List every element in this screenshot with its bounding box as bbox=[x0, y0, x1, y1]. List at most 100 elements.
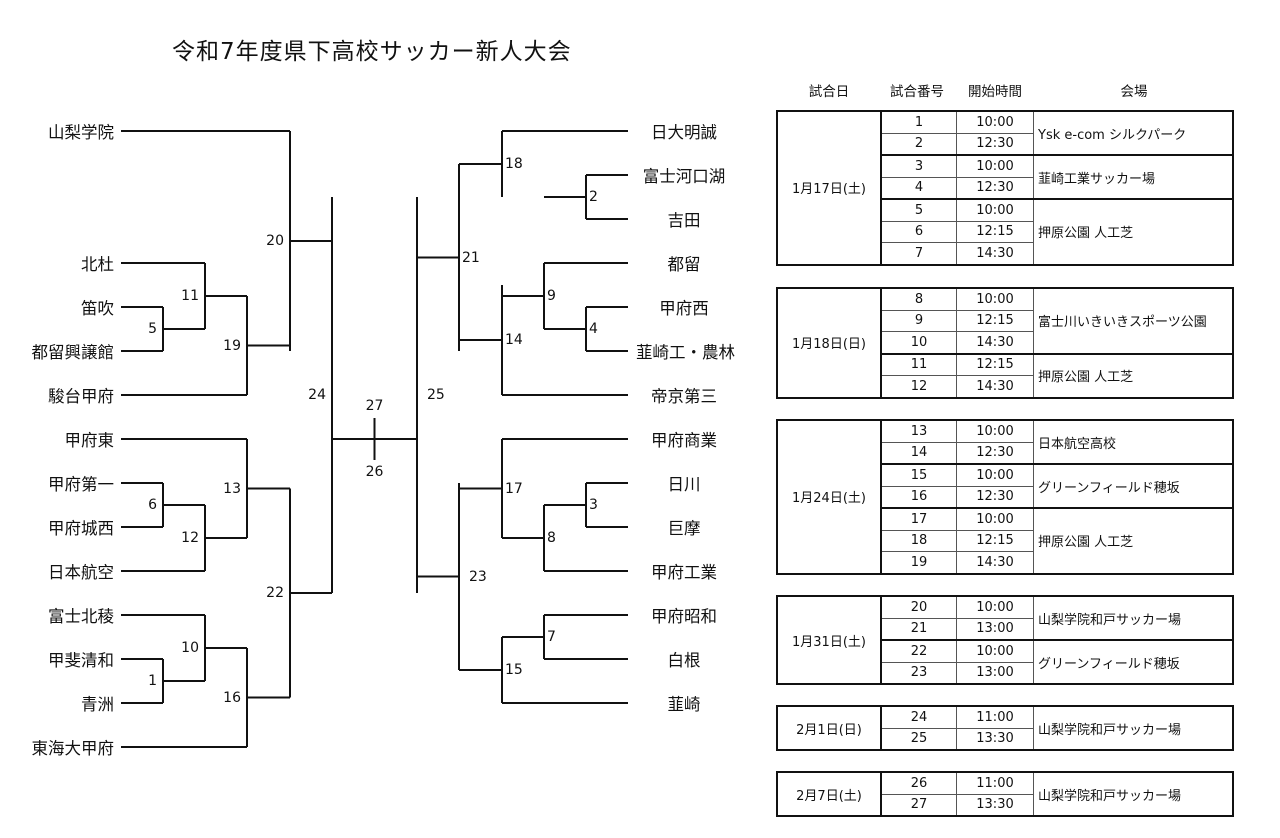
start-time: 12:15 bbox=[956, 309, 1034, 332]
team-name-right: 甲府商業 bbox=[651, 431, 717, 450]
venue: Ysk e-com シルクパーク bbox=[1033, 110, 1234, 156]
match-number: 21 bbox=[880, 617, 957, 641]
match-date: 1月17日(土) bbox=[776, 110, 882, 265]
match-number: 2 bbox=[880, 132, 957, 156]
start-time: 10:00 bbox=[956, 595, 1034, 619]
venue: 押原公園 人工芝 bbox=[1033, 507, 1234, 574]
team-name-right: 都留 bbox=[667, 255, 701, 274]
match-number: 25 bbox=[880, 727, 957, 751]
venue: 富士川いきいきスポーツ公園 bbox=[1033, 287, 1234, 354]
match-number-18: 18 bbox=[505, 156, 523, 172]
match-number-22: 22 bbox=[266, 585, 284, 601]
match-number: 9 bbox=[880, 309, 957, 332]
match-number: 7 bbox=[880, 242, 957, 265]
team-name-right: 甲府昭和 bbox=[651, 607, 717, 626]
venue: 押原公園 人工芝 bbox=[1033, 352, 1234, 398]
start-time: 10:00 bbox=[956, 507, 1034, 531]
schedule-header-venue: 会場 bbox=[1120, 84, 1148, 100]
venue: 山梨学院和戸サッカー場 bbox=[1033, 595, 1234, 641]
venue: グリーンフィールド穂坂 bbox=[1033, 639, 1234, 685]
match-number-17: 17 bbox=[505, 480, 523, 497]
team-name-right: 韮崎工・農林 bbox=[636, 343, 735, 362]
match-date: 1月31日(土) bbox=[776, 595, 882, 685]
match-number-9: 9 bbox=[547, 288, 556, 304]
match-number: 3 bbox=[880, 154, 957, 178]
match-number: 6 bbox=[880, 220, 957, 243]
match-number-15: 15 bbox=[505, 662, 523, 678]
team-name-left: 笛吹 bbox=[81, 299, 114, 318]
tournament-bracket bbox=[121, 130, 628, 748]
team-name-left: 甲府第一 bbox=[48, 475, 114, 494]
match-number-6: 6 bbox=[148, 497, 157, 513]
match-number: 10 bbox=[880, 331, 957, 354]
match-number-12: 12 bbox=[181, 530, 199, 546]
start-time: 13:30 bbox=[956, 793, 1034, 817]
venue: グリーンフィールド穂坂 bbox=[1033, 463, 1234, 509]
match-number-7: 7 bbox=[547, 629, 556, 645]
start-time: 10:00 bbox=[956, 463, 1034, 487]
team-name-right: 日大明誠 bbox=[651, 123, 717, 142]
match-number-4: 4 bbox=[589, 321, 598, 337]
team-name-left: 日本航空 bbox=[48, 563, 114, 582]
schedule-header-date: 試合日 bbox=[808, 84, 850, 100]
match-number-23: 23 bbox=[469, 568, 487, 585]
team-name-left: 駿台甲府 bbox=[48, 387, 114, 406]
venue: 山梨学院和戸サッカー場 bbox=[1033, 705, 1234, 751]
match-number: 5 bbox=[880, 198, 957, 222]
team-name-left: 甲府城西 bbox=[48, 519, 114, 538]
start-time: 14:30 bbox=[956, 331, 1034, 354]
match-number-25: 25 bbox=[427, 387, 445, 403]
team-name-left: 甲斐清和 bbox=[48, 651, 114, 670]
start-time: 10:00 bbox=[956, 110, 1034, 134]
match-number: 19 bbox=[880, 551, 957, 574]
team-name-left: 都留興譲館 bbox=[31, 343, 115, 362]
start-time: 14:30 bbox=[956, 242, 1034, 265]
start-time: 12:30 bbox=[956, 176, 1034, 200]
match-number: 4 bbox=[880, 176, 957, 200]
start-time: 13:00 bbox=[956, 661, 1034, 685]
match-date: 1月18日(日) bbox=[776, 287, 882, 398]
match-number-26: 26 bbox=[365, 464, 384, 480]
match-date: 2月1日(日) bbox=[776, 705, 882, 751]
team-name-left: 甲府東 bbox=[64, 431, 115, 450]
match-number-13: 13 bbox=[223, 480, 241, 497]
match-number-5: 5 bbox=[148, 321, 157, 337]
team-name-left: 東海大甲府 bbox=[31, 739, 115, 758]
match-number-27: 27 bbox=[365, 398, 384, 414]
start-time: 10:00 bbox=[956, 198, 1034, 222]
team-name-left: 山梨学院 bbox=[48, 123, 114, 142]
match-number-3: 3 bbox=[589, 497, 598, 513]
team-name-right: 巨摩 bbox=[667, 519, 701, 538]
team-name-left: 青洲 bbox=[81, 695, 114, 714]
match-number: 8 bbox=[880, 287, 957, 311]
venue: 韮崎工業サッカー場 bbox=[1033, 154, 1234, 200]
start-time: 11:00 bbox=[956, 771, 1034, 795]
start-time: 14:30 bbox=[956, 375, 1034, 398]
start-time: 13:30 bbox=[956, 727, 1034, 751]
team-name-right: 韮崎 bbox=[667, 695, 701, 714]
match-number: 24 bbox=[880, 705, 957, 729]
start-time: 14:30 bbox=[956, 551, 1034, 574]
start-time: 12:15 bbox=[956, 529, 1034, 552]
match-number: 13 bbox=[880, 419, 957, 443]
venue: 押原公園 人工芝 bbox=[1033, 198, 1234, 265]
match-number-8: 8 bbox=[547, 530, 556, 546]
match-date: 1月24日(土) bbox=[776, 419, 882, 574]
start-time: 13:00 bbox=[956, 617, 1034, 641]
match-number-10: 10 bbox=[181, 640, 199, 656]
match-number: 11 bbox=[880, 352, 957, 376]
match-number-16: 16 bbox=[223, 689, 241, 706]
